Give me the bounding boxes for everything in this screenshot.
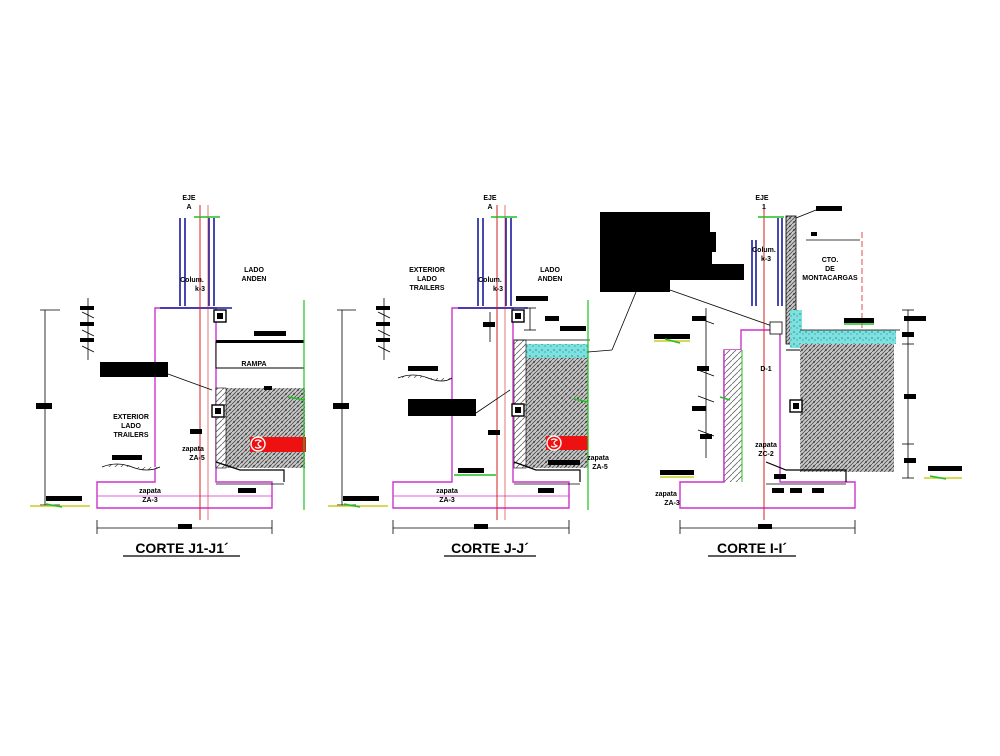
dimension-left <box>40 298 95 506</box>
axis-label: EJE <box>755 195 769 202</box>
side-left-label-2: LADO <box>121 423 141 430</box>
side-left-label-1: EXTERIOR <box>113 414 149 421</box>
ramp-label: RAMPA <box>241 361 266 368</box>
side-right-label-2: ANDEN <box>242 276 267 283</box>
small-footing-id: ZC-2 <box>758 451 774 458</box>
side-right-label-2: ANDEN <box>538 276 563 283</box>
small-footing-id: ZA-5 <box>592 464 608 471</box>
axis-id: A <box>487 204 492 211</box>
small-footing-label: zapata <box>755 442 777 449</box>
axis-id: 1 <box>762 204 766 211</box>
section-j: EJE A Colum. k-3 LADO ANDEN EXTERIOR LAD… <box>328 195 609 557</box>
small-footing-label: zapata <box>182 446 204 453</box>
side-right-label-1: LADO <box>244 267 264 274</box>
footing-id: ZA-3 <box>142 497 158 504</box>
side-left-label-3: TRAILERS <box>410 285 445 292</box>
slab <box>524 344 588 358</box>
footing-id: ZA-3 <box>664 500 680 507</box>
section-j1: EJE A Colum. k-3 LADO ANDEN RAMPA EXTERI… <box>30 195 306 557</box>
side-left-label-1: EXTERIOR <box>409 267 445 274</box>
footing-label: zapata <box>436 488 458 495</box>
column-label: Colum. <box>180 277 204 284</box>
footing-label: zapata <box>139 488 161 495</box>
small-footing-label: zapata <box>587 455 609 462</box>
column-label: Colum. <box>752 247 776 254</box>
footing-id: ZA-3 <box>439 497 455 504</box>
footing-outline <box>96 307 273 509</box>
footing-label: zapata <box>655 491 677 498</box>
room-label-1: CTO. <box>822 257 839 264</box>
section-title: CORTE J-J´ <box>451 540 529 556</box>
column <box>751 218 783 306</box>
column-id: k-3 <box>761 256 771 263</box>
small-footing-id: ZA-5 <box>189 455 205 462</box>
room-label-2: DE <box>825 266 835 273</box>
gravel-fill <box>526 358 588 468</box>
column <box>179 218 215 306</box>
section-title: CORTE J1-J1´ <box>135 540 229 556</box>
section-title: CORTE I-I´ <box>717 540 787 556</box>
room-label-3: MONTACARGAS <box>802 275 858 282</box>
column <box>477 218 512 306</box>
axis-id: A <box>186 204 191 211</box>
axis-label: EJE <box>483 195 497 202</box>
note-callout <box>600 212 744 292</box>
beam-label: D-1 <box>760 366 771 373</box>
footing-outline <box>392 307 570 509</box>
side-right-label-1: LADO <box>540 267 560 274</box>
axis-label: EJE <box>182 195 196 202</box>
gravel-fill <box>800 344 894 472</box>
side-left-label-2: LADO <box>417 276 437 283</box>
gravel-fill <box>225 388 305 468</box>
slab <box>790 310 802 348</box>
section-i: EJE 1 Colum. k-3 CTO. DE MONTACARGAS D-1… <box>654 195 962 557</box>
column-id: k-3 <box>493 286 503 293</box>
side-left-label-3: TRAILERS <box>114 432 149 439</box>
column-label: Colum. <box>478 277 502 284</box>
column-id: k-3 <box>195 286 205 293</box>
